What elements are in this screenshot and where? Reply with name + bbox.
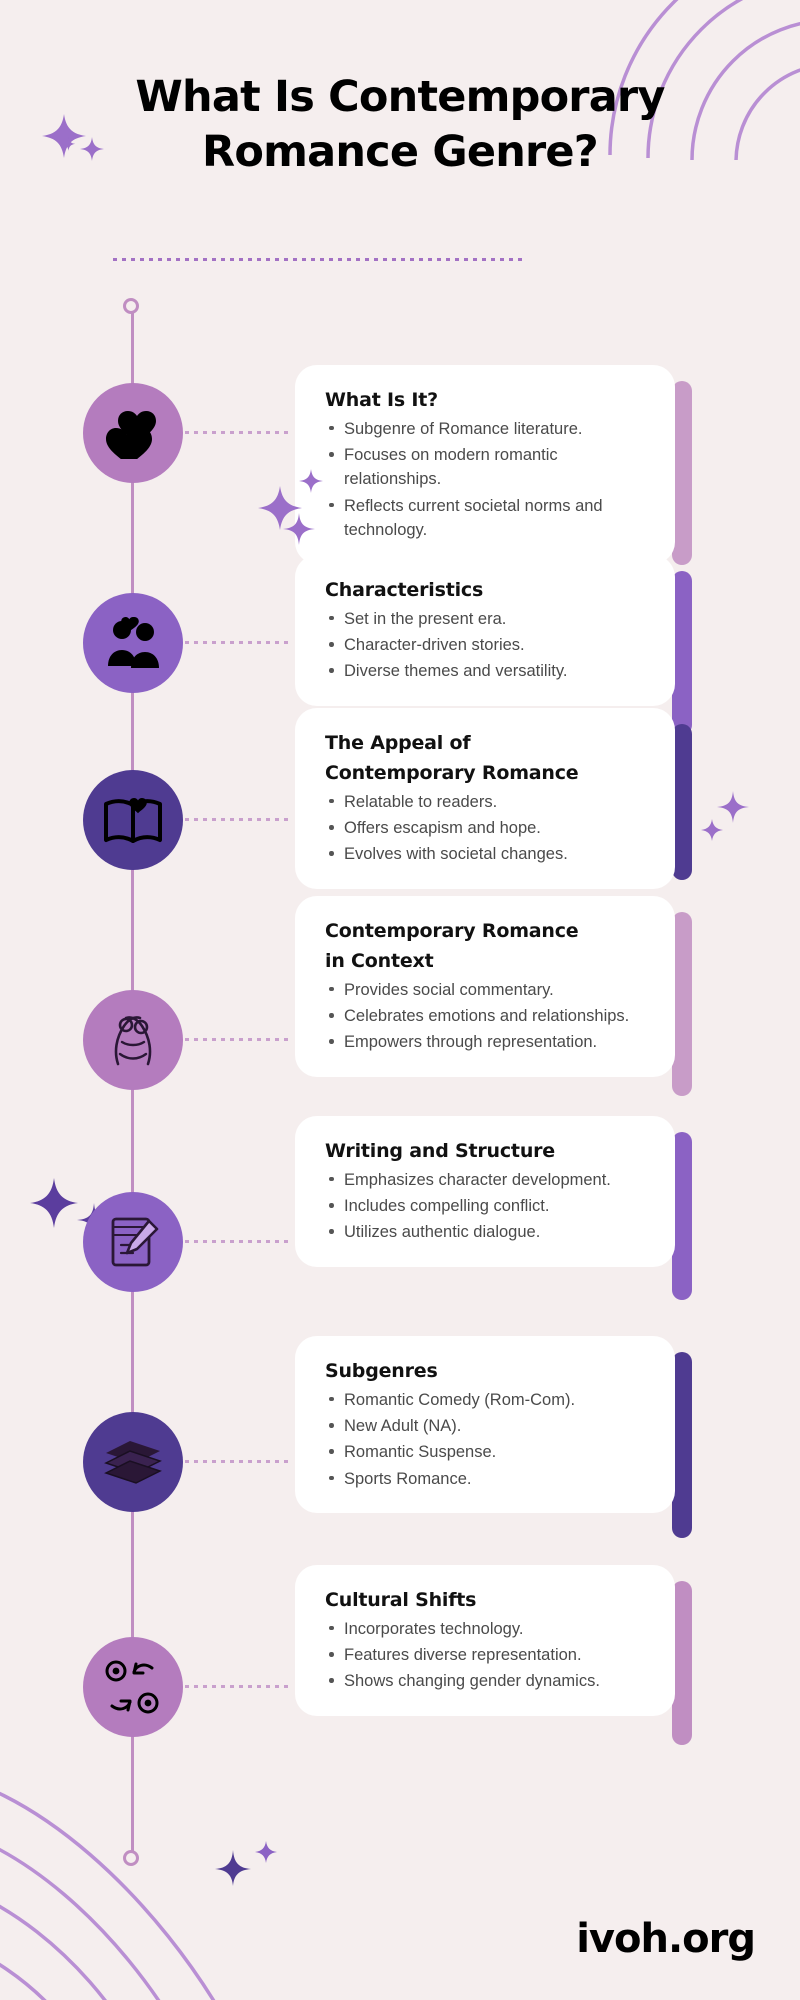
card-title: Writing and Structure xyxy=(325,1140,555,1162)
book-stack-icon xyxy=(104,1441,162,1484)
card-title: Characteristics xyxy=(325,579,484,601)
section-icon-badge xyxy=(83,383,183,483)
list-item: Sports Romance. xyxy=(325,1467,649,1491)
card-accent-bar xyxy=(672,381,692,565)
title-divider xyxy=(113,258,525,261)
card-title-line-1: Contemporary Romance xyxy=(325,920,579,942)
list-item: Romantic Comedy (Rom-Com). xyxy=(325,1388,649,1412)
section-icon-badge xyxy=(83,770,183,870)
sparkle-icon xyxy=(30,1178,78,1228)
timeline-connector xyxy=(185,431,293,434)
notebook-pen-icon xyxy=(111,1217,159,1267)
timeline-connector xyxy=(185,1038,293,1041)
card-bullet-list: Emphasizes character development. Includ… xyxy=(325,1168,649,1245)
section-card: Writing and Structure Emphasizes charact… xyxy=(295,1116,675,1267)
list-item: Offers escapism and hope. xyxy=(325,816,649,840)
list-item: Incorporates technology. xyxy=(325,1617,649,1641)
title-line-1: What Is Contemporary xyxy=(135,72,665,122)
card-title: Subgenres xyxy=(325,1360,438,1382)
section-card: What Is It? Subgenre of Romance literatu… xyxy=(295,365,675,565)
card-accent-bar xyxy=(672,724,692,880)
card-title-line-2: Contemporary Romance xyxy=(325,761,579,784)
list-item: Celebrates emotions and relationships. xyxy=(325,1004,649,1028)
card-accent-bar xyxy=(672,571,692,735)
card-accent-bar xyxy=(672,912,692,1096)
section-card: Cultural Shifts Incorporates technology.… xyxy=(295,1565,675,1716)
card-bullet-list: Romantic Comedy (Rom-Com). New Adult (NA… xyxy=(325,1388,649,1491)
list-item: Focuses on modern romantic relationships… xyxy=(325,443,649,492)
list-item: Subgenre of Romance literature. xyxy=(325,417,649,441)
list-item: Shows changing gender dynamics. xyxy=(325,1669,649,1693)
list-item: Utilizes authentic dialogue. xyxy=(325,1220,649,1244)
card-title-line-1: The Appeal of xyxy=(325,732,471,754)
timeline-connector xyxy=(185,1685,293,1688)
card-bullet-list: Relatable to readers. Offers escapism an… xyxy=(325,790,649,867)
section-icon-badge xyxy=(83,1637,183,1737)
list-item: Provides social commentary. xyxy=(325,978,649,1002)
couple-icon xyxy=(108,617,159,668)
list-item: Diverse themes and versatility. xyxy=(325,659,649,683)
card-title: Cultural Shifts xyxy=(325,1589,477,1611)
sparkle-icon xyxy=(215,1850,251,1886)
card-title-line-2: in Context xyxy=(325,949,434,972)
list-item: Reflects current societal norms and tech… xyxy=(325,494,649,543)
sparkle-icon xyxy=(255,1841,277,1863)
decorative-arcs-bottom-left xyxy=(0,1791,216,2000)
list-item: Includes compelling conflict. xyxy=(325,1194,649,1218)
timeline-connector xyxy=(185,818,293,821)
card-bullet-list: Subgenre of Romance literature. Focuses … xyxy=(325,417,649,542)
section-card: The Appeal of Contemporary Romance Relat… xyxy=(295,708,675,889)
card-bullet-list: Set in the present era. Character-driven… xyxy=(325,607,649,684)
card-bullet-list: Incorporates technology. Features divers… xyxy=(325,1617,649,1694)
list-item: Features diverse representation. xyxy=(325,1643,649,1667)
section-icon-badge xyxy=(83,593,183,693)
gender-arrows-icon xyxy=(105,1660,159,1714)
section-card: Contemporary Romance in Context Provides… xyxy=(295,896,675,1077)
list-item: Romantic Suspense. xyxy=(325,1440,649,1464)
list-item: Relatable to readers. xyxy=(325,790,649,814)
section-icon-badge xyxy=(83,1192,183,1292)
card-accent-bar xyxy=(672,1352,692,1538)
section-icon-badge xyxy=(83,1412,183,1512)
card-bullet-list: Provides social commentary. Celebrates e… xyxy=(325,978,649,1055)
list-item: Emphasizes character development. xyxy=(325,1168,649,1192)
sparkle-icon xyxy=(701,819,723,841)
card-title: What Is It? xyxy=(325,389,438,411)
title-line-2: Romance Genre? xyxy=(202,127,599,178)
list-item: Evolves with societal changes. xyxy=(325,842,649,866)
two-hearts-icon xyxy=(106,411,156,459)
sparkle-icon xyxy=(717,791,749,823)
section-card: Characteristics Set in the present era. … xyxy=(295,555,675,706)
open-book-heart-icon xyxy=(104,798,162,843)
card-accent-bar xyxy=(672,1132,692,1300)
timeline-start-node xyxy=(123,298,139,314)
timeline-connector xyxy=(185,1460,293,1463)
list-item: Set in the present era. xyxy=(325,607,649,631)
timeline-connector xyxy=(185,1240,293,1243)
card-accent-bar xyxy=(672,1581,692,1745)
section-card: Subgenres Romantic Comedy (Rom-Com). New… xyxy=(295,1336,675,1513)
list-item: Empowers through representation. xyxy=(325,1030,649,1054)
section-icon-badge xyxy=(83,990,183,1090)
page-title: What Is Contemporary Romance Genre? xyxy=(0,70,800,180)
timeline-end-node xyxy=(123,1850,139,1866)
list-item: New Adult (NA). xyxy=(325,1414,649,1438)
site-logo: ivoh.org xyxy=(576,1916,756,1962)
couple-embrace-icon xyxy=(114,1016,152,1066)
timeline-connector xyxy=(185,641,293,644)
list-item: Character-driven stories. xyxy=(325,633,649,657)
